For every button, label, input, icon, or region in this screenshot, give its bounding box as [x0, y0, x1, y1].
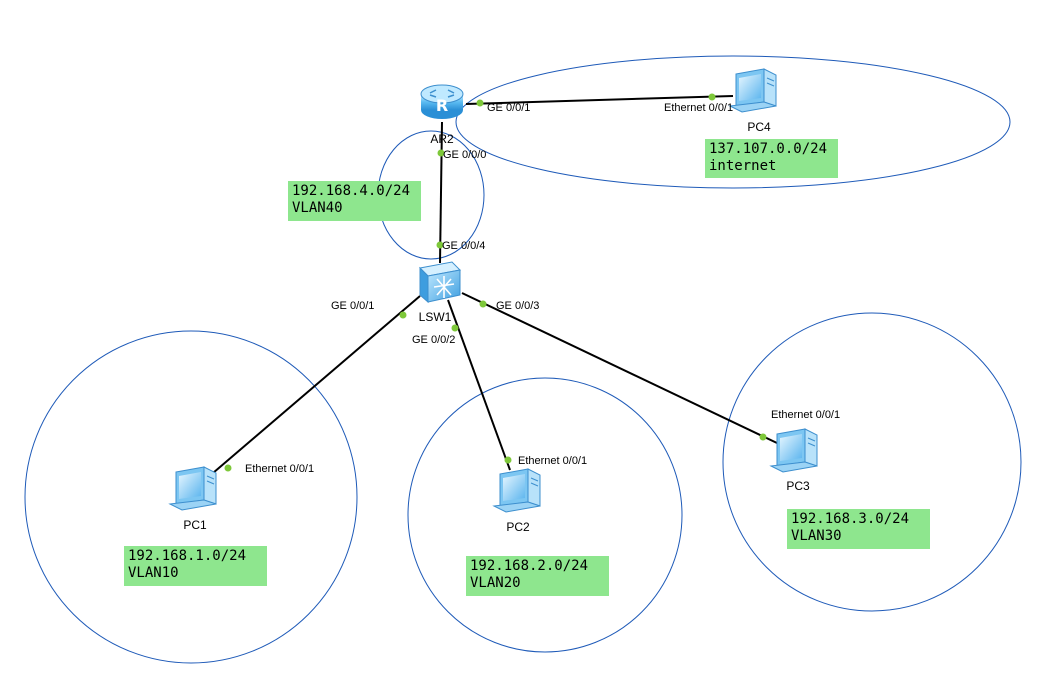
port-dot [224, 464, 232, 472]
port-dot [759, 433, 767, 441]
port-label-lsw1-ge001: GE 0/0/1 [331, 300, 374, 312]
internet-network-label: 137.107.0.0/24 internet [705, 139, 838, 178]
router-name: AR2 [430, 132, 454, 146]
vlan20-area-ellipse [407, 377, 683, 653]
pc2-name: PC2 [506, 520, 530, 534]
vlan30-name: VLAN30 [791, 528, 842, 544]
port-label-pc3-eth001: Ethernet 0/0/1 [771, 409, 840, 421]
port-dot [504, 456, 512, 464]
router-icon[interactable]: R [420, 84, 464, 119]
link-lsw1-pc3[interactable] [461, 292, 778, 444]
pc1-name: PC1 [183, 518, 207, 532]
link-ar2-pc4[interactable] [465, 95, 734, 105]
vlan20-network-label: 192.168.2.0/24 VLAN20 [466, 556, 609, 596]
vlan20-name: VLAN20 [470, 575, 521, 591]
pc1-icon[interactable] [169, 466, 217, 511]
switch-icon[interactable] [418, 261, 462, 304]
vlan20-subnet: 192.168.2.0/24 [470, 558, 589, 574]
port-label-lsw1-ge003: GE 0/0/3 [496, 300, 539, 312]
vlan10-name: VLAN10 [128, 565, 179, 581]
switch-name: LSW1 [419, 310, 452, 324]
port-label-pc2-eth001: Ethernet 0/0/1 [518, 455, 587, 467]
internet-subnet: 137.107.0.0/24 [709, 141, 828, 157]
port-label-lsw1-ge002: GE 0/0/2 [412, 334, 455, 346]
pc3-icon[interactable] [770, 428, 818, 473]
internet-area-ellipse [455, 55, 1011, 189]
pc4-icon[interactable] [729, 68, 777, 113]
vlan40-name: VLAN40 [292, 200, 343, 216]
pc2-icon[interactable] [493, 468, 541, 513]
port-label-ar2-ge001: GE 0/0/1 [487, 102, 530, 114]
pc3-name: PC3 [786, 479, 810, 493]
port-label-lsw1-ge004: GE 0/0/4 [442, 240, 485, 252]
port-label-ar2-ge000: GE 0/0/0 [443, 149, 486, 161]
vlan30-subnet: 192.168.3.0/24 [791, 511, 910, 527]
svg-text:R: R [436, 96, 448, 115]
port-dot [451, 324, 459, 332]
port-dot [708, 93, 716, 101]
port-dot [399, 311, 407, 319]
vlan10-area-circle [24, 330, 358, 664]
port-label-pc1-eth001: Ethernet 0/0/1 [245, 463, 314, 475]
pc4-name: PC4 [747, 120, 771, 134]
internet-name: internet [709, 158, 777, 174]
vlan30-area-circle [722, 312, 1022, 612]
port-dot [437, 149, 445, 157]
vlan40-subnet: 192.168.4.0/24 [292, 183, 411, 199]
vlan10-network-label: 192.168.1.0/24 VLAN10 [124, 546, 267, 586]
port-dot [479, 300, 487, 308]
vlan10-subnet: 192.168.1.0/24 [128, 548, 247, 564]
vlan30-network-label: 192.168.3.0/24 VLAN30 [787, 509, 930, 549]
port-dot [476, 99, 484, 107]
port-label-pc4-eth001: Ethernet 0/0/1 [664, 102, 733, 114]
link-ar2-lsw1[interactable] [439, 121, 443, 264]
port-dot [436, 241, 444, 249]
vlan40-network-label: 192.168.4.0/24 VLAN40 [288, 181, 421, 221]
link-lsw1-pc1[interactable] [212, 295, 421, 474]
